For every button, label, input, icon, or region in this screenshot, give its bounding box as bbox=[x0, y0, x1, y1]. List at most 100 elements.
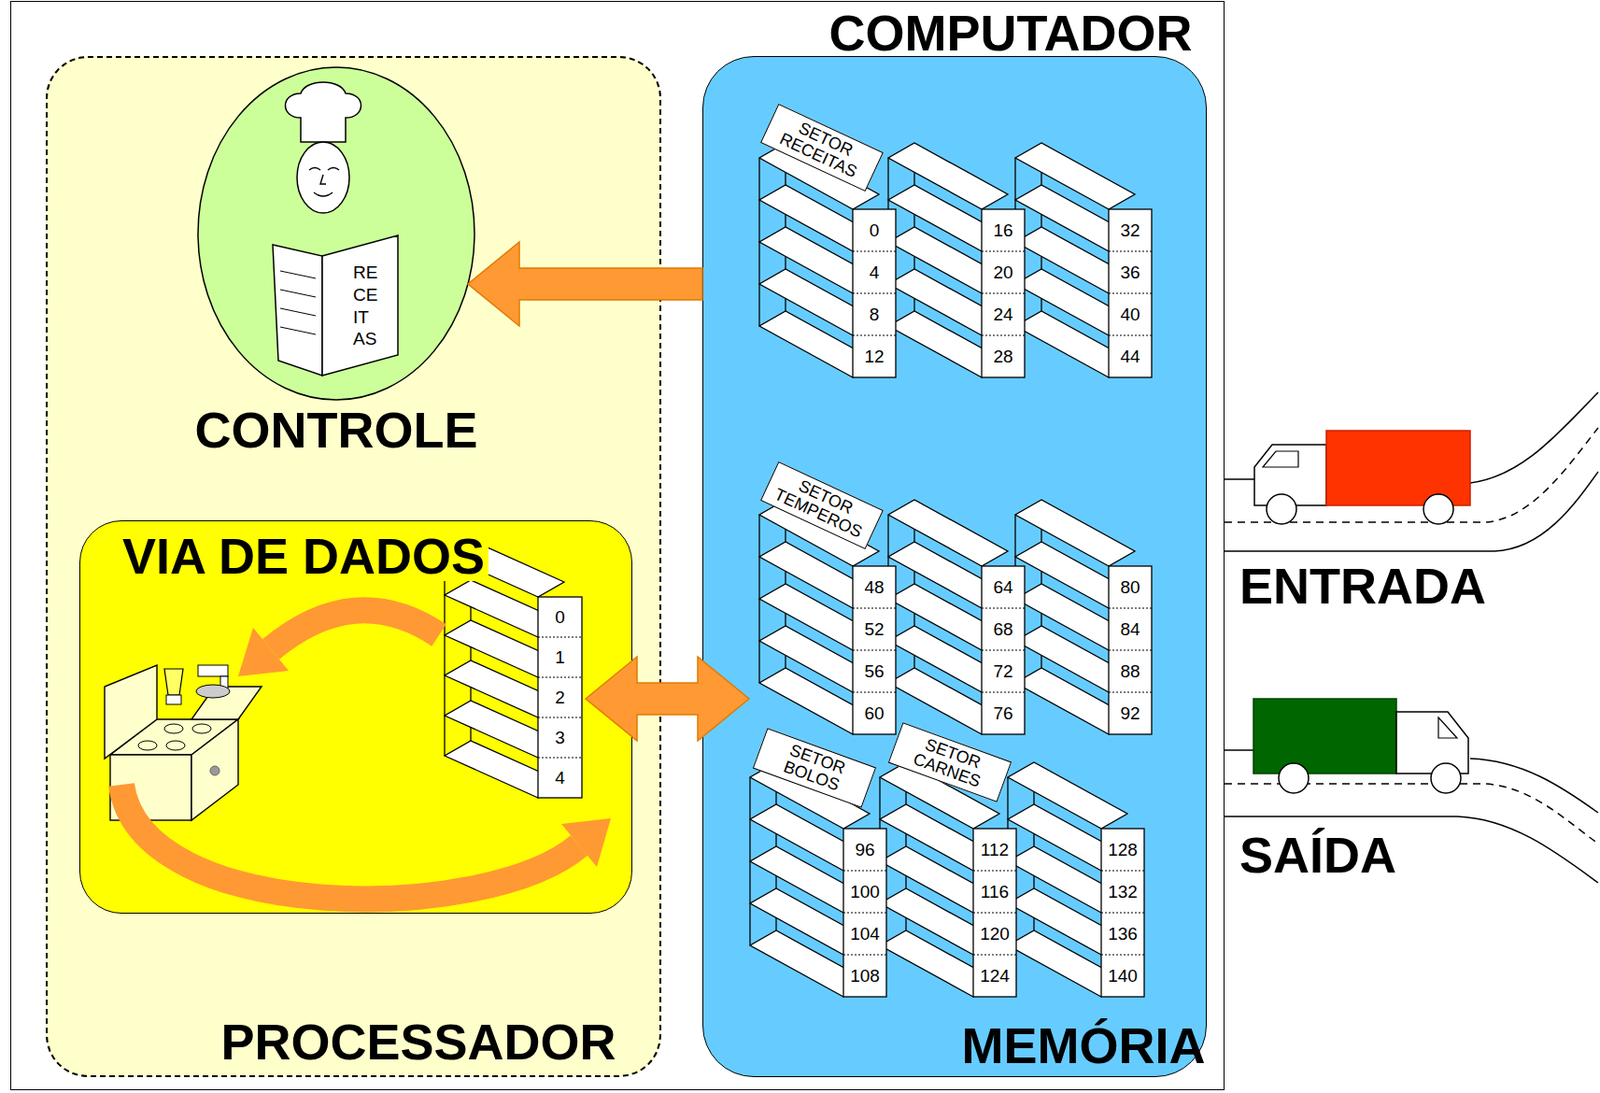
control-ellipse-illustration bbox=[186, 66, 486, 459]
shelf-number: 4 bbox=[869, 263, 880, 282]
truck-window bbox=[1438, 717, 1458, 738]
shelf-number: 80 bbox=[1119, 578, 1140, 596]
shelf-divider bbox=[1108, 649, 1152, 651]
shelf-front bbox=[852, 209, 896, 378]
shelf-number: 76 bbox=[992, 704, 1013, 723]
book-page bbox=[322, 235, 398, 376]
shelf-number: 64 bbox=[992, 578, 1013, 596]
chef-features bbox=[309, 168, 340, 198]
shelf-number: 116 bbox=[980, 882, 1009, 901]
input-road bbox=[1224, 392, 1599, 552]
shelf-post bbox=[749, 777, 751, 946]
shelf-front bbox=[1108, 209, 1152, 378]
shelf-number: 108 bbox=[849, 966, 880, 985]
blender-jar bbox=[164, 668, 184, 695]
shelf-number: 32 bbox=[1119, 221, 1140, 240]
shelf-divider bbox=[973, 953, 1017, 955]
shelf-number: 0 bbox=[869, 221, 880, 240]
shelf-number: 56 bbox=[863, 662, 884, 680]
shelf-divider bbox=[973, 911, 1017, 913]
shelf-divider bbox=[538, 756, 582, 758]
shelf-number: 52 bbox=[863, 620, 884, 638]
mixer-head bbox=[198, 665, 228, 677]
shelf-divider bbox=[852, 607, 896, 609]
shelf-divider bbox=[852, 691, 896, 693]
shelf-divider bbox=[981, 334, 1025, 336]
shelf-number: 28 bbox=[992, 347, 1013, 366]
truck-wheel bbox=[1278, 763, 1309, 793]
shelf-number: 68 bbox=[992, 620, 1013, 638]
road-edge bbox=[1224, 816, 1599, 883]
shelf-number: 24 bbox=[992, 305, 1013, 324]
shelf-divider bbox=[852, 334, 896, 336]
node-title: MEMÓRIA bbox=[962, 1019, 1206, 1071]
node-title: PROCESSADOR bbox=[220, 1016, 616, 1067]
shelf-divider bbox=[981, 607, 1025, 609]
road-edge bbox=[1470, 392, 1599, 483]
block-arrow bbox=[467, 241, 703, 326]
shelf-number: 104 bbox=[849, 924, 880, 943]
shelf-number: 128 bbox=[1107, 840, 1138, 859]
shelf-number: 100 bbox=[849, 882, 880, 901]
control-ellipse: CONTROLERE CE IT AS bbox=[186, 66, 486, 459]
burner bbox=[192, 723, 212, 734]
io-label: SAÍDA bbox=[1239, 829, 1397, 880]
chef-hat bbox=[285, 82, 362, 142]
book-lines bbox=[280, 270, 316, 335]
shelf-front bbox=[852, 566, 896, 735]
truck-wheel bbox=[1430, 763, 1461, 793]
truck-cab bbox=[1396, 711, 1469, 774]
shelf-number: 96 bbox=[854, 840, 875, 859]
shelf-front bbox=[843, 828, 887, 997]
shelf-divider bbox=[843, 869, 887, 871]
shelf-number: 12 bbox=[863, 347, 884, 366]
flow-arrow bbox=[121, 784, 580, 899]
shelf-number: 36 bbox=[1119, 263, 1140, 282]
shelf-front bbox=[1101, 828, 1145, 997]
flow-arrow-head bbox=[561, 818, 611, 867]
control-ellipse-shape bbox=[198, 67, 475, 400]
shelf-divider bbox=[1108, 334, 1152, 336]
shelf-number: 0 bbox=[554, 608, 566, 626]
mixer-bowl bbox=[196, 684, 230, 698]
shelf-post bbox=[443, 554, 445, 756]
shelf-divider bbox=[1101, 911, 1145, 913]
shelf-divider bbox=[1108, 250, 1152, 252]
output-truck bbox=[1253, 698, 1469, 793]
node-title: COMPUTADOR bbox=[829, 7, 1193, 58]
input-link bbox=[1224, 478, 1255, 481]
shelf-divider bbox=[852, 250, 896, 252]
shelf-number: 48 bbox=[863, 578, 884, 596]
book-page bbox=[272, 244, 323, 376]
stove-knob bbox=[210, 765, 220, 776]
shelf-divider bbox=[981, 292, 1025, 294]
shelf-divider bbox=[981, 691, 1025, 693]
truck-wheel bbox=[1423, 494, 1454, 524]
shelf-front bbox=[973, 828, 1017, 997]
shelf-divider bbox=[843, 953, 887, 955]
blender-base bbox=[166, 694, 182, 705]
shelf-divider bbox=[981, 250, 1025, 252]
shelf-number: 44 bbox=[1119, 347, 1140, 366]
shelf-number: 92 bbox=[1119, 704, 1140, 723]
truck-wheel bbox=[1266, 494, 1297, 524]
shelf-number: 132 bbox=[1107, 882, 1138, 901]
shelf-number: 1 bbox=[554, 648, 566, 666]
shelf-number: 112 bbox=[980, 840, 1009, 859]
shelf-number: 2 bbox=[554, 688, 566, 707]
shelf-number: 72 bbox=[992, 662, 1013, 680]
flow-arrow bbox=[270, 609, 439, 650]
shelf-divider bbox=[1101, 953, 1145, 955]
shelf-divider bbox=[538, 716, 582, 718]
block-arrow bbox=[585, 656, 750, 741]
shelf-number: 60 bbox=[863, 704, 884, 723]
shelf-post bbox=[758, 157, 760, 326]
datapath-box: VIA DE DADOS01234 bbox=[79, 520, 633, 914]
shelf-divider bbox=[538, 636, 582, 638]
shelf-number: 140 bbox=[1107, 966, 1138, 985]
shelf-divider bbox=[843, 911, 887, 913]
burner bbox=[166, 740, 185, 751]
shelf-number: 20 bbox=[992, 263, 1013, 282]
truck-window bbox=[1262, 451, 1299, 468]
shelf-divider bbox=[538, 676, 582, 678]
